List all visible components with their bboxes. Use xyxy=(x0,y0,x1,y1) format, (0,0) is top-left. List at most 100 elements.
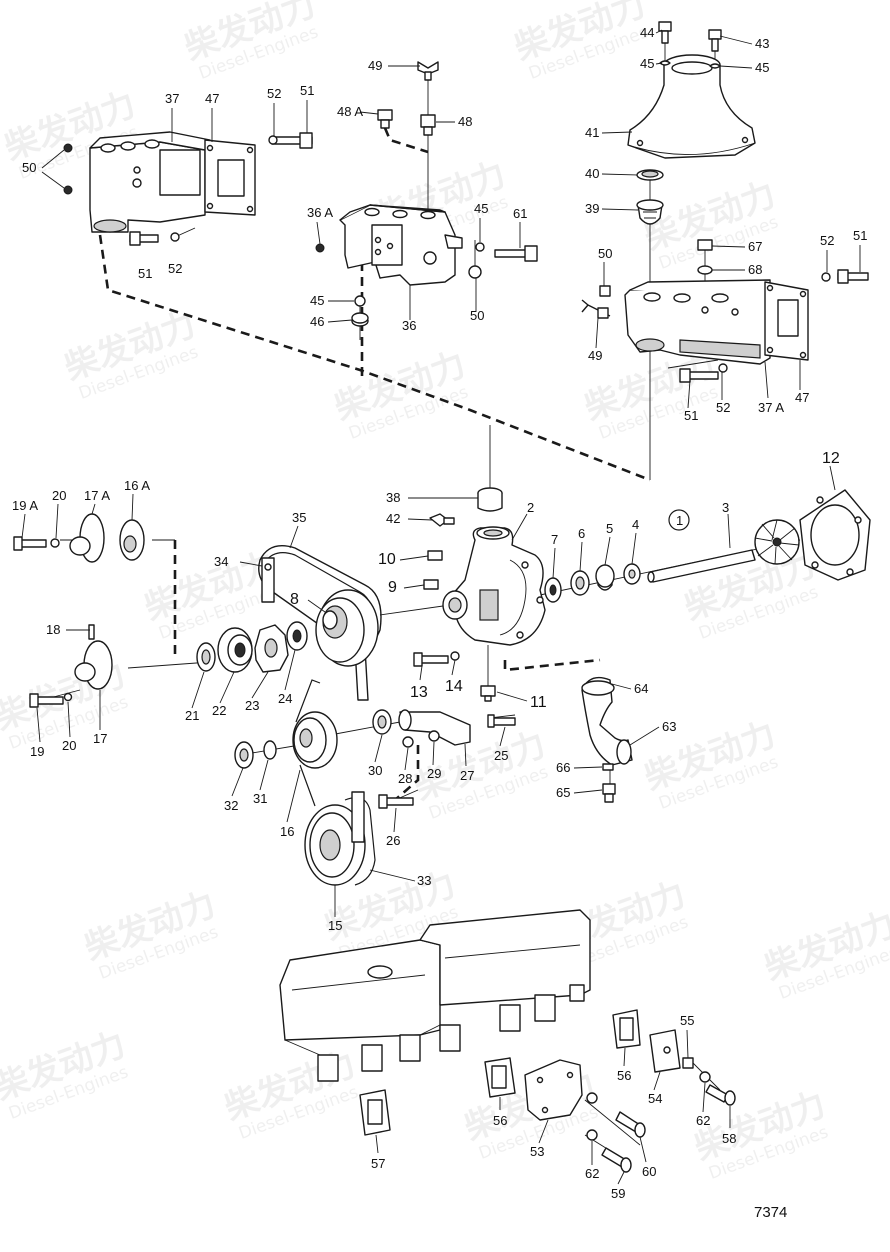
callout-48: 48 xyxy=(458,114,472,129)
callout-45: 45 xyxy=(640,56,654,71)
callout-15: 15 xyxy=(328,918,342,933)
callout-16A: 16 A xyxy=(124,478,150,493)
callout-47: 47 xyxy=(205,91,219,106)
callout-38: 38 xyxy=(386,490,400,505)
callout-39: 39 xyxy=(585,201,599,216)
elbow-pipe-63-64 xyxy=(581,676,633,803)
callout-47: 47 xyxy=(795,390,809,405)
callout-60: 60 xyxy=(642,1164,656,1179)
callout-52: 52 xyxy=(267,86,281,101)
drawing-number: 7374 xyxy=(754,1204,787,1221)
callout-19A: 19 A xyxy=(12,498,38,513)
callout-59: 59 xyxy=(611,1186,625,1201)
callout-45: 45 xyxy=(310,293,324,308)
thermostat-housing-36 xyxy=(339,204,463,286)
watermark: 柴发动力 Diesel-Engines xyxy=(689,1084,831,1184)
callout-55: 55 xyxy=(680,1013,694,1028)
watermark: 柴发动力 Diesel-Engines xyxy=(79,884,221,984)
callout-1: 1 xyxy=(676,513,683,528)
watermark: 柴发动力 Diesel-Engines xyxy=(759,904,890,1004)
callout-32: 32 xyxy=(224,798,238,813)
callout-52: 52 xyxy=(168,261,182,276)
callout-49: 49 xyxy=(588,348,602,363)
callout-22: 22 xyxy=(212,703,226,718)
callout-49: 49 xyxy=(368,58,382,73)
impeller-shaft-3 xyxy=(647,519,800,583)
callout-50: 50 xyxy=(22,160,36,175)
reference-circle-1 xyxy=(668,509,690,531)
callout-62: 62 xyxy=(585,1166,599,1181)
pulley-15-belt-33 xyxy=(304,791,376,886)
leader-lines xyxy=(21,29,861,1185)
dashed-connections xyxy=(98,127,651,801)
callout-36: 36 xyxy=(402,318,416,333)
callout-64: 64 xyxy=(634,681,648,696)
callout-13: 13 xyxy=(410,684,428,701)
bolts-43-44-washers-45 xyxy=(658,21,722,69)
callout-48A: 48 A xyxy=(337,104,363,119)
gasket-57 xyxy=(359,1089,391,1136)
callout-36A: 36 A xyxy=(307,205,333,220)
gasket-56-right xyxy=(612,1009,641,1049)
manifold xyxy=(279,909,591,1082)
callout-63: 63 xyxy=(662,719,676,734)
callout-3: 3 xyxy=(722,500,729,515)
callout-52: 52 xyxy=(820,233,834,248)
callout-45: 45 xyxy=(755,60,769,75)
callout-57: 57 xyxy=(371,1156,385,1171)
plug-49-48-48A xyxy=(377,61,439,136)
callout-58: 58 xyxy=(722,1131,736,1146)
callout-2: 2 xyxy=(527,500,534,515)
watermark: 柴发动力 Diesel-Engines xyxy=(639,174,781,274)
callout-10: 10 xyxy=(378,551,396,568)
callout-66: 66 xyxy=(556,760,570,775)
callout-43: 43 xyxy=(755,36,769,51)
callout-9: 9 xyxy=(388,579,397,596)
callout-5: 5 xyxy=(606,521,613,536)
callout-7: 7 xyxy=(551,532,558,547)
callout-16: 16 xyxy=(280,824,294,839)
watermark: 柴发动力 Diesel-Engines xyxy=(329,344,471,444)
fittings-42-10-9 xyxy=(423,513,455,590)
watermark: 柴发动力 Diesel-Engines xyxy=(179,0,321,84)
bolt-51-top-left xyxy=(129,132,313,246)
callout-20: 20 xyxy=(62,738,76,753)
bearings-21-24 xyxy=(196,621,308,673)
callout-67: 67 xyxy=(748,239,762,254)
callout-19: 19 xyxy=(30,744,44,759)
callout-31: 31 xyxy=(253,791,267,806)
thermostat-cover-41 xyxy=(627,54,756,159)
callout-40: 40 xyxy=(585,166,599,181)
callout-28: 28 xyxy=(398,771,412,786)
fittings-37A xyxy=(581,239,869,383)
bushing-38 xyxy=(477,487,503,512)
gasket-47-top-left xyxy=(204,139,256,216)
callout-33: 33 xyxy=(417,873,431,888)
cover-54 xyxy=(649,1029,681,1073)
callout-34: 34 xyxy=(214,554,228,569)
callout-52: 52 xyxy=(716,400,730,415)
fasteners-59-60-62 xyxy=(586,1092,646,1173)
callout-51: 51 xyxy=(684,408,698,423)
callout-27: 27 xyxy=(460,768,474,783)
screws-50-top-left xyxy=(63,143,73,195)
callout-42: 42 xyxy=(386,511,400,526)
callout-26: 26 xyxy=(386,833,400,848)
callout-29: 29 xyxy=(427,766,441,781)
callout-20: 20 xyxy=(52,488,66,503)
pulley-16 xyxy=(292,679,338,807)
callout-37A: 37 A xyxy=(758,400,784,415)
callout-30: 30 xyxy=(368,763,382,778)
callout-51: 51 xyxy=(138,266,152,281)
callout-50: 50 xyxy=(598,246,612,261)
callout-62: 62 xyxy=(696,1113,710,1128)
callout-17: 17 xyxy=(93,731,107,746)
callout-41: 41 xyxy=(585,125,599,140)
callout-12: 12 xyxy=(822,450,840,467)
bearings-seals-4-7 xyxy=(544,563,641,603)
callout-68: 68 xyxy=(748,262,762,277)
callout-37: 37 xyxy=(165,91,179,106)
gasket-47-top-right xyxy=(764,281,809,361)
callout-17A: 17 A xyxy=(84,488,110,503)
